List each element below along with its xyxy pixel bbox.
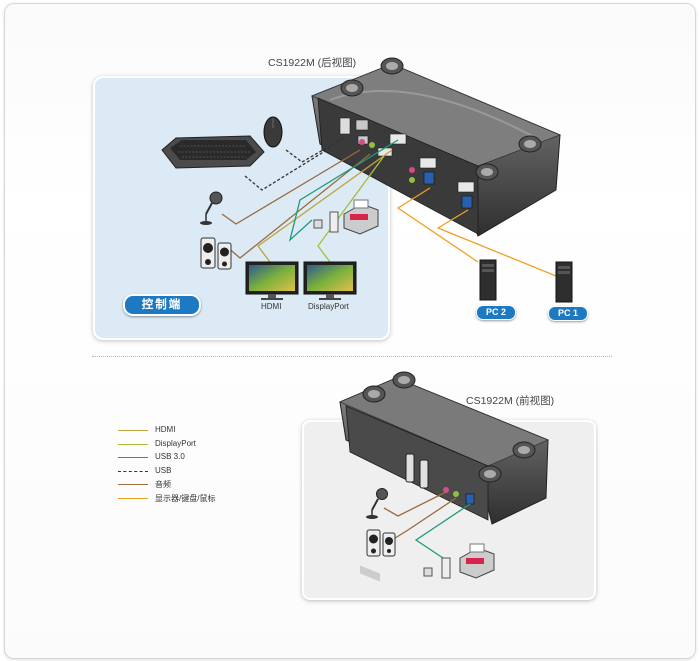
speakers-icon: [200, 237, 232, 270]
mouse-icon: [263, 116, 283, 148]
legend-swatch: [118, 430, 148, 431]
keyboard-icon: [161, 135, 265, 169]
legend-swatch: [118, 470, 148, 472]
rear-view-title: CS1922M (后视图): [268, 57, 357, 69]
console-badge: 控制端: [123, 294, 201, 316]
displayport-monitor-label: DisplayPort: [308, 302, 349, 311]
legend-label: 显示器/键盘/鼠标: [155, 493, 216, 503]
usb-hub-icon: [423, 557, 451, 579]
hdmi-monitor-label: HDMI: [261, 302, 282, 311]
usb-hub-icon: [313, 211, 339, 233]
legend-swatch: [118, 484, 148, 485]
legend-label: USB 3.0: [155, 452, 185, 461]
pc-tower-icon: [555, 261, 573, 303]
microphone-icon: [366, 488, 388, 519]
legend-label: DisplayPort: [155, 438, 196, 448]
microphone-icon: [200, 191, 223, 225]
monitor-icon: [303, 261, 357, 300]
kvm-switch-rear-icon: [310, 57, 562, 237]
kvm-switch-front-icon: [338, 371, 550, 582]
pc-tower-icon: [479, 259, 497, 301]
printer-icon: [343, 199, 379, 235]
section-divider: [92, 356, 612, 357]
legend-label: USB: [155, 465, 172, 475]
pc-2-badge: PC 2: [476, 305, 516, 320]
speakers-icon: [366, 529, 396, 557]
pc-1-badge: PC 1: [548, 306, 588, 321]
legend-label: HDMI: [155, 425, 176, 434]
legend-label: 音频: [155, 480, 171, 489]
legend-swatch: [118, 443, 148, 445]
front-cables: [383, 491, 471, 561]
legend-swatch: [118, 497, 148, 499]
legend-swatch: [118, 457, 148, 458]
monitor-icon: [245, 261, 299, 300]
printer-icon: [459, 543, 495, 579]
front-view-title: CS1922M (前视图): [466, 395, 555, 407]
